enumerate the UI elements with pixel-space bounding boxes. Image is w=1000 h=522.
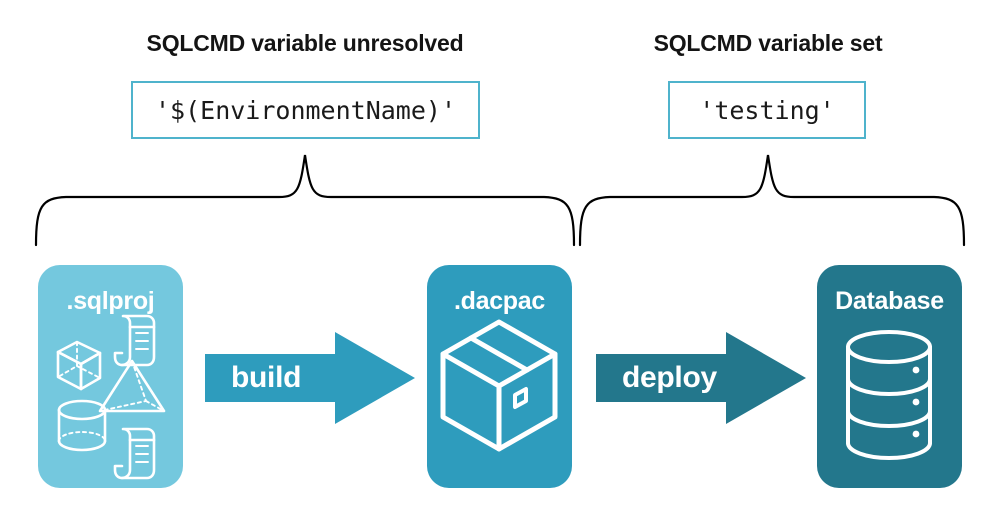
scroll-icon	[113, 314, 156, 367]
card-sqlproj: .sqlproj	[38, 265, 183, 488]
card-label-dacpac: .dacpac	[453, 287, 545, 315]
database-cylinder-icon	[846, 330, 932, 460]
database-artwork	[846, 330, 932, 460]
arrow-deploy-label: deploy	[622, 361, 717, 394]
sqlproj-artwork	[56, 314, 166, 480]
value-box-environment-name: '$(EnvironmentName)'	[131, 81, 480, 139]
brace-right-icon	[578, 154, 966, 247]
pyramid-wireframe-icon	[98, 359, 166, 413]
card-dacpac: .dacpac	[427, 265, 572, 488]
cube-wireframe-icon	[56, 340, 102, 391]
scroll-icon	[113, 427, 156, 480]
package-box-icon	[440, 319, 558, 452]
card-label-database: Database	[835, 287, 944, 315]
card-database: Database	[817, 265, 962, 488]
cylinder-wireframe-icon	[57, 399, 107, 452]
value-text-testing: 'testing'	[699, 95, 835, 125]
heading-sqlcmd-variable-unresolved: SQLCMD variable unresolved	[146, 30, 464, 56]
arrow-build: build	[205, 332, 415, 424]
arrow-build-shape	[205, 332, 415, 424]
heading-sqlcmd-variable-set: SQLCMD variable set	[653, 30, 883, 56]
arrow-deploy-shape	[596, 332, 806, 424]
brace-left-icon	[34, 154, 576, 247]
arrow-build-label: build	[231, 361, 302, 394]
value-text-environment-name: '$(EnvironmentName)'	[154, 95, 457, 125]
card-label-sqlproj: .sqlproj	[66, 287, 155, 315]
dacpac-artwork	[440, 319, 558, 452]
value-box-testing: 'testing'	[668, 81, 866, 139]
arrow-deploy: deploy	[596, 332, 806, 424]
